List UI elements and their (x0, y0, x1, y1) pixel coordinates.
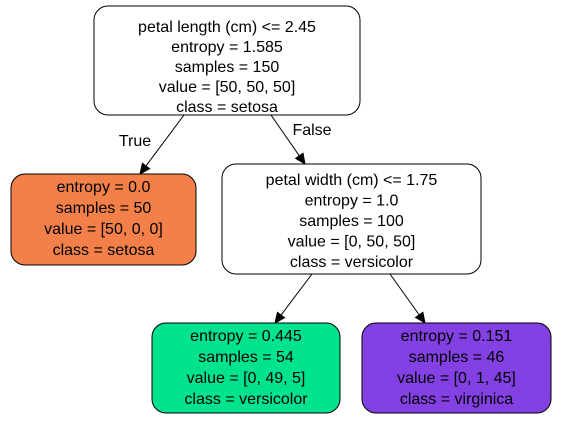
edge-label-false: False (292, 122, 331, 139)
edge-petal-width-split-to-versicolor-leaf (274, 273, 313, 324)
node-text-line: value = [0, 49, 5] (187, 370, 306, 387)
node-text-line: class = versicolor (184, 391, 308, 408)
node-text-line: samples = 150 (175, 59, 280, 76)
node-text-line: entropy = 0.0 (57, 179, 151, 196)
nodes-layer: petal length (cm) <= 2.45 entropy = 1.585… (10, 5, 552, 414)
edge-root-to-setosa-leaf: True (119, 114, 185, 175)
node-box (361, 322, 552, 414)
node-box (151, 322, 341, 414)
edges-layer: True False (119, 114, 426, 324)
edge-line (389, 273, 420, 316)
node-text-line: samples = 46 (409, 349, 505, 366)
node-text-line: value = [0, 1, 45] (397, 370, 516, 387)
tree-node-petal-width-split: petal width (cm) <= 1.75 entropy = 1.0 sam… (221, 163, 482, 275)
node-box (10, 173, 197, 266)
node-text-line: value = [50, 50, 50] (159, 79, 296, 96)
arrowhead-icon (139, 162, 151, 175)
arrowhead-icon (294, 152, 306, 166)
node-text-line: entropy = 1.585 (171, 39, 283, 56)
node-text-line: class = setosa (176, 99, 278, 116)
tree-node-virginica-leaf: entropy = 0.151 samples = 46 value = [0, 1… (361, 322, 552, 414)
node-box (221, 163, 482, 275)
node-text-line: class = virginica (400, 391, 513, 408)
tree-node-setosa-leaf: entropy = 0.0 samples = 50 value = [50, 0,… (10, 173, 197, 266)
node-text-line: entropy = 1.0 (305, 193, 399, 210)
node-text-line: petal width (cm) <= 1.75 (266, 172, 438, 189)
arrowhead-icon (414, 311, 426, 324)
arrowhead-icon (274, 311, 286, 324)
node-text-line: value = [50, 0, 0] (44, 221, 163, 238)
tree-node-root: petal length (cm) <= 2.45 entropy = 1.585… (93, 5, 361, 116)
node-box (93, 5, 361, 116)
edge-label-true: True (119, 133, 151, 150)
node-text-line: entropy = 0.445 (190, 328, 302, 345)
node-text-line: samples = 100 (299, 213, 404, 230)
node-text-line: class = versicolor (290, 254, 414, 271)
edge-petal-width-split-to-virginica-leaf (389, 273, 426, 324)
node-text-line: samples = 54 (198, 349, 294, 366)
edge-root-to-petal-width-split: False (270, 114, 332, 166)
node-text-line: samples = 50 (56, 200, 152, 217)
node-text-line: value = [0, 50, 50] (288, 234, 416, 251)
edge-line (270, 114, 300, 157)
edge-line (145, 114, 185, 167)
node-text-line: entropy = 0.151 (401, 328, 513, 345)
node-text-line: class = setosa (53, 242, 155, 259)
tree-node-versicolor-leaf: entropy = 0.445 samples = 54 value = [0, 4… (151, 322, 341, 414)
node-text-line: petal length (cm) <= 2.45 (138, 19, 316, 36)
edge-line (280, 273, 313, 316)
